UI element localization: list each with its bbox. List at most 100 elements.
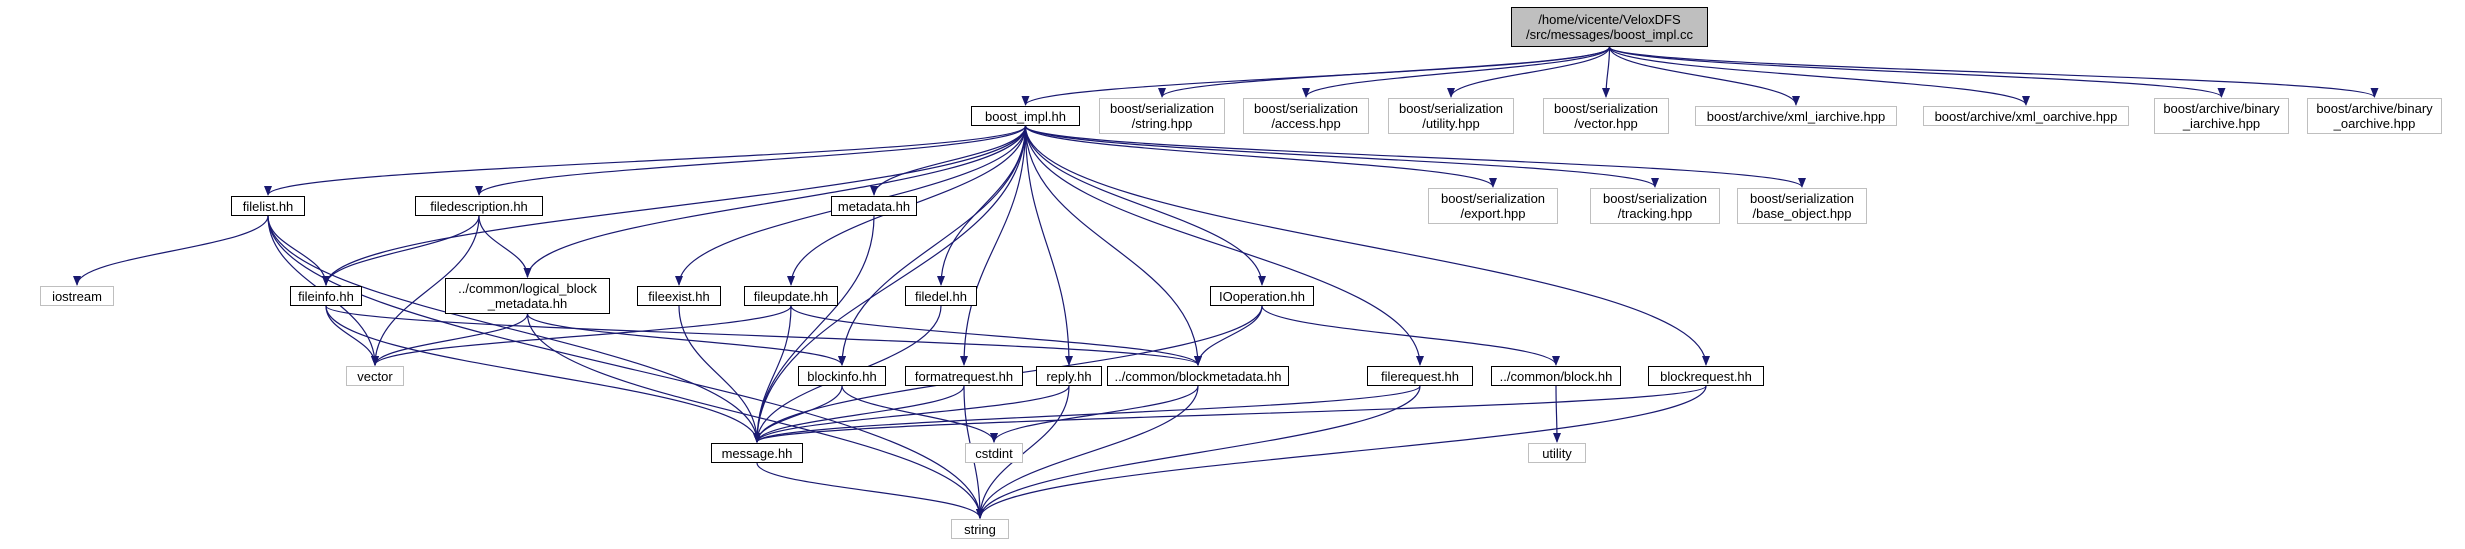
node-label-line: ../common/blockmetadata.hh xyxy=(1114,368,1282,384)
edge-root-to-ser-string xyxy=(1158,46,1611,98)
edge-iooperation-to-blockmetadata xyxy=(1194,305,1263,366)
edge-filelist-to-string xyxy=(267,215,984,519)
node-filedel[interactable]: filedel.hh xyxy=(905,286,977,306)
edge-boost-impl-to-message xyxy=(753,125,1027,443)
edge-root-to-ser-access xyxy=(1302,46,1611,98)
node-label-line: ../common/block.hh xyxy=(1499,368,1613,384)
edge-boost-impl-to-filelist xyxy=(264,125,1027,196)
node-label-line: message.hh xyxy=(721,445,793,461)
node-label-line: cstdint xyxy=(975,445,1013,461)
node-root: /home/vicente/VeloxDFS/src/messages/boos… xyxy=(1511,7,1708,47)
edge-boost-impl-to-ser-export xyxy=(1024,125,1497,188)
node-label-line: _metadata.hh xyxy=(487,296,568,311)
edge-boost-impl-to-blockrequest xyxy=(1024,125,1710,366)
node-label-line: filerequest.hh xyxy=(1380,368,1460,384)
node-blockrequest[interactable]: blockrequest.hh xyxy=(1648,366,1764,386)
node-ser-export: boost/serialization/export.hpp xyxy=(1428,188,1558,224)
edge-reply-to-message xyxy=(753,385,1070,443)
edge-formatrequest-to-message xyxy=(753,385,965,443)
edge-boost-impl-to-reply xyxy=(1024,125,1073,366)
edge-fileexist-to-message xyxy=(678,305,761,443)
node-fileupdate[interactable]: fileupdate.hh xyxy=(744,286,838,306)
node-bin-iarchive: boost/archive/binary_iarchive.hpp xyxy=(2154,98,2289,134)
edge-root-to-bin-oarchive xyxy=(1608,46,2379,98)
edge-boost-impl-to-blockmetadata xyxy=(1024,125,1202,366)
node-label-line: /src/messages/boost_impl.cc xyxy=(1526,27,1693,42)
node-label-line: ../common/logical_block xyxy=(458,281,597,296)
node-blockinfo[interactable]: blockinfo.hh xyxy=(798,366,886,386)
node-label-line: /home/vicente/VeloxDFS xyxy=(1538,12,1681,27)
node-label-line: boost/archive/binary xyxy=(2163,101,2280,116)
node-ser-vector: boost/serialization/vector.hpp xyxy=(1543,98,1669,134)
node-label-line: boost/serialization xyxy=(1553,101,1659,116)
node-label-line: iostream xyxy=(52,288,102,304)
node-blockmetadata[interactable]: ../common/blockmetadata.hh xyxy=(1107,366,1289,386)
node-label-line: fileupdate.hh xyxy=(753,288,829,304)
node-common-block[interactable]: ../common/block.hh xyxy=(1491,366,1621,386)
edge-boost-impl-to-blockinfo xyxy=(838,125,1027,366)
node-label-line: blockrequest.hh xyxy=(1660,368,1752,384)
node-label-line: /string.hpp xyxy=(1131,116,1193,131)
node-logical-block[interactable]: ../common/logical_block_metadata.hh xyxy=(445,278,610,314)
edge-boost-impl-to-formatrequest xyxy=(960,125,1027,366)
node-iooperation[interactable]: IOoperation.hh xyxy=(1210,286,1314,306)
node-label-line: boost/serialization xyxy=(1602,191,1708,206)
node-label-line: metadata.hh xyxy=(837,198,911,214)
edge-filelist-to-iostream xyxy=(73,215,269,286)
node-label-line: filedel.hh xyxy=(914,288,968,304)
node-label-line: boost/serialization xyxy=(1749,191,1855,206)
node-label-line: formatrequest.hh xyxy=(914,368,1014,384)
node-formatrequest[interactable]: formatrequest.hh xyxy=(905,366,1023,386)
node-reply[interactable]: reply.hh xyxy=(1036,366,1102,386)
edge-root-to-xml-oarchive xyxy=(1608,46,2030,106)
edge-filedescription-to-vector xyxy=(371,215,480,366)
node-message[interactable]: message.hh xyxy=(711,443,803,463)
edge-boost-impl-to-iooperation xyxy=(1024,125,1266,286)
node-label-line: _iarchive.hpp xyxy=(2182,116,2261,131)
edge-boost-impl-to-ser-tracking xyxy=(1024,125,1659,188)
node-label-line: filedescription.hh xyxy=(430,198,528,214)
edge-boost-impl-to-ser-base-object xyxy=(1024,125,1806,188)
node-vector: vector xyxy=(346,366,404,386)
node-label-line: boost/serialization xyxy=(1398,101,1504,116)
node-ser-string: boost/serialization/string.hpp xyxy=(1099,98,1225,134)
edge-boost-impl-to-logical-block xyxy=(523,125,1027,278)
node-label-line: blockinfo.hh xyxy=(807,368,877,384)
node-iostream: iostream xyxy=(40,286,114,306)
node-label-line: reply.hh xyxy=(1046,368,1092,384)
node-label-line: fileexist.hh xyxy=(648,288,710,304)
node-filelist[interactable]: filelist.hh xyxy=(231,196,305,216)
edge-blockrequest-to-string xyxy=(976,385,1707,519)
node-label-line: _oarchive.hpp xyxy=(2333,116,2416,131)
node-utility: utility xyxy=(1528,443,1586,463)
edge-root-to-bin-iarchive xyxy=(1608,46,2226,98)
edge-filedescription-to-fileinfo xyxy=(322,215,480,286)
node-fileexist[interactable]: fileexist.hh xyxy=(637,286,721,306)
node-label-line: boost/serialization xyxy=(1109,101,1215,116)
node-label-line: /access.hpp xyxy=(1271,116,1341,131)
edge-root-to-ser-utility xyxy=(1447,46,1611,98)
edge-boost-impl-to-fileinfo xyxy=(322,125,1027,286)
edge-logical-block-to-vector xyxy=(371,313,529,366)
node-ser-access: boost/serialization/access.hpp xyxy=(1243,98,1369,134)
edge-boost-impl-to-filedescription xyxy=(475,125,1027,196)
edge-root-to-boost-impl xyxy=(1021,46,1611,106)
node-fileinfo[interactable]: fileinfo.hh xyxy=(290,286,362,306)
edge-root-to-ser-vector xyxy=(1602,46,1611,98)
node-label-line: filelist.hh xyxy=(242,198,294,214)
node-filerequest[interactable]: filerequest.hh xyxy=(1367,366,1473,386)
edge-common-block-to-utility xyxy=(1552,385,1561,443)
edge-fileinfo-to-message xyxy=(325,305,761,443)
node-label-line: string xyxy=(964,521,996,537)
node-metadata[interactable]: metadata.hh xyxy=(831,196,917,216)
edge-message-to-string xyxy=(756,462,984,519)
node-xml-oarchive: boost/archive/xml_oarchive.hpp xyxy=(1923,106,2129,126)
node-label-line: /utility.hpp xyxy=(1422,116,1480,131)
edge-filerequest-to-string xyxy=(976,385,1421,519)
node-filedescription[interactable]: filedescription.hh xyxy=(415,196,543,216)
node-boost-impl[interactable]: boost_impl.hh xyxy=(971,106,1080,126)
edge-fileinfo-to-blockmetadata xyxy=(325,305,1202,366)
node-label-line: boost_impl.hh xyxy=(985,108,1066,124)
node-label-line: /export.hpp xyxy=(1460,206,1526,221)
